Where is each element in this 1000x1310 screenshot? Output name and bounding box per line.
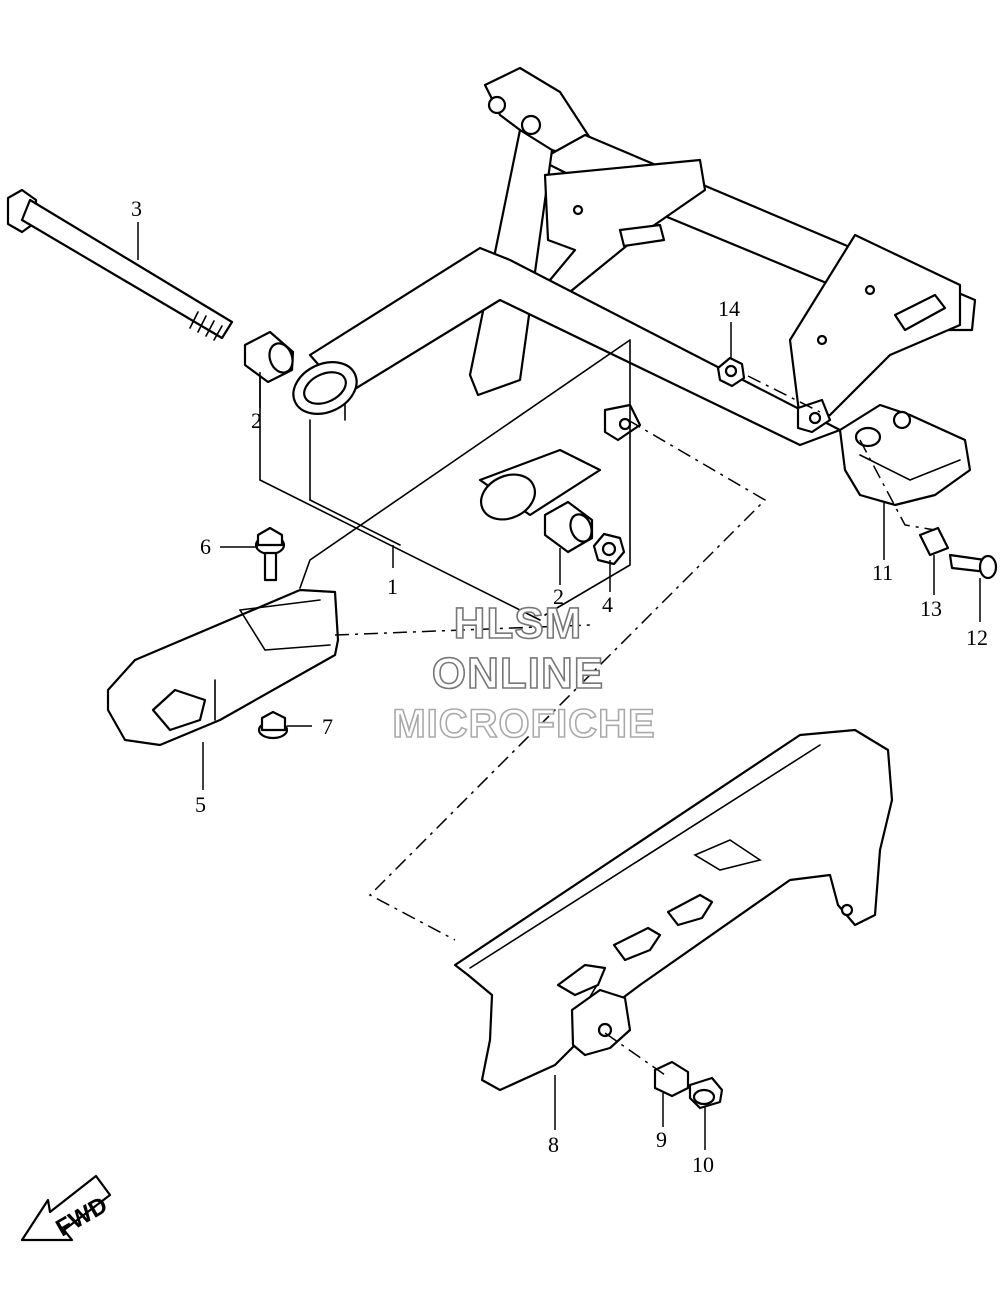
chain-buffer xyxy=(106,588,340,747)
watermark-line-3: MICROFICHE xyxy=(392,702,655,746)
callout-12: 12 xyxy=(966,625,988,650)
leader-lines xyxy=(137,222,981,1150)
chain-guide-bracket xyxy=(838,403,972,507)
callout-7: 7 xyxy=(322,714,333,739)
pivot-bolt xyxy=(6,188,234,341)
watermark: HLSM ONLINE MICROFICHE xyxy=(392,598,656,747)
callout-4: 4 xyxy=(602,592,613,617)
callout-labels: 1 2 2 3 4 5 6 7 8 9 10 11 12 13 14 xyxy=(131,196,988,1177)
collar-upper xyxy=(243,330,295,384)
callout-2-upper: 2 xyxy=(251,408,262,433)
fwd-arrow: FWD xyxy=(20,1174,112,1242)
nut xyxy=(592,532,626,566)
callout-14: 14 xyxy=(718,296,740,321)
callout-9: 9 xyxy=(656,1127,667,1152)
rear-frame xyxy=(292,66,977,521)
lock-nut xyxy=(716,356,746,388)
flange-bolt xyxy=(254,526,286,582)
callout-13: 13 xyxy=(920,596,942,621)
flange-nut xyxy=(257,710,289,740)
chain-case xyxy=(453,728,894,1092)
spacer xyxy=(918,526,950,557)
case-bolt xyxy=(688,1076,724,1110)
callout-10: 10 xyxy=(692,1152,714,1177)
callout-8: 8 xyxy=(548,1132,559,1157)
watermark-line-1: HLSM xyxy=(454,599,583,648)
watermark-line-2: ONLINE xyxy=(432,649,604,698)
collar-lower xyxy=(543,500,594,554)
callout-11: 11 xyxy=(872,560,893,585)
callout-3: 3 xyxy=(131,196,142,221)
callout-5: 5 xyxy=(195,792,206,817)
washer xyxy=(653,1060,690,1098)
assembly-lines xyxy=(334,375,936,1076)
callout-1: 1 xyxy=(387,574,398,599)
fwd-arrow-icon xyxy=(20,1174,112,1242)
callout-6: 6 xyxy=(200,534,211,559)
callout-2-lower: 2 xyxy=(553,584,564,609)
swingarm xyxy=(259,339,631,621)
bracket-bolt xyxy=(948,553,998,580)
